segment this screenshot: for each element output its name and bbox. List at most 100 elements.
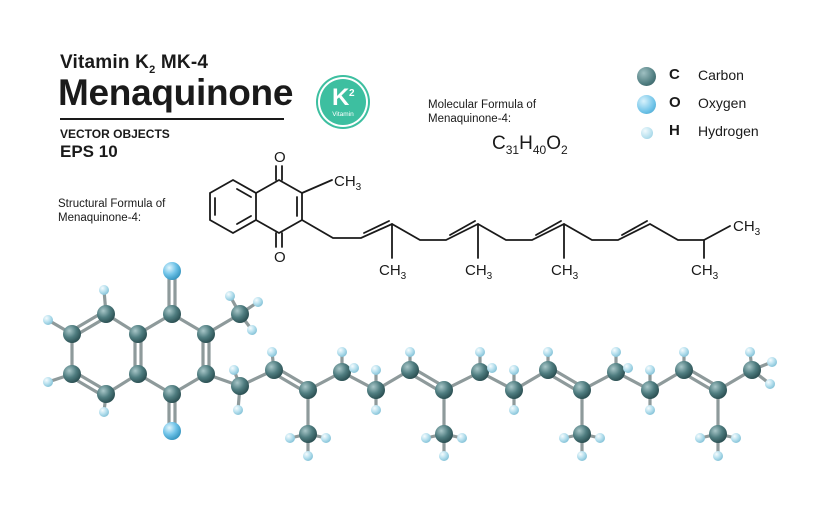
legend-symbol: O <box>669 94 681 111</box>
carbon-atom <box>231 377 249 395</box>
carbon-atom <box>539 361 557 379</box>
benzene-ring <box>209 178 257 235</box>
ball-and-stick-model <box>43 262 777 461</box>
oxygen-atom <box>163 422 181 440</box>
hydrogen-atom <box>337 347 347 357</box>
legend-name: Oxygen <box>698 95 747 111</box>
oxygen-label-bottom: O <box>274 249 286 266</box>
hydrogen-atom <box>371 365 381 375</box>
hydrogen-atom <box>247 325 257 335</box>
legend-symbol: H <box>669 122 680 139</box>
chain-double-bond <box>535 220 562 236</box>
molecular-formula: C31H40O2 <box>492 133 568 157</box>
carbon-atom <box>435 381 453 399</box>
hydrogen-atom <box>559 433 569 443</box>
hydrogen-atom <box>99 407 109 417</box>
methyl-label-4: CH3 <box>691 262 719 282</box>
chain-double-bond <box>621 220 648 236</box>
model-atoms <box>43 262 777 461</box>
hydrogen-atom <box>487 363 497 373</box>
carbonyl-bond <box>275 232 283 248</box>
title-divider <box>60 118 284 120</box>
carbonyl-bond <box>275 165 283 181</box>
carbon-atom <box>97 385 115 403</box>
badge-letter: K <box>332 84 350 111</box>
oxygen-ball-icon <box>637 95 656 114</box>
carbon-atom <box>471 363 489 381</box>
hydrogen-atom <box>349 363 359 373</box>
hydrogen-ball-icon <box>641 127 653 139</box>
molecular-formula-caption: Molecular Formula of Menaquinone-4: <box>428 99 537 125</box>
hydrogen-atom <box>767 357 777 367</box>
badge-subscript: 2 <box>349 88 355 99</box>
hydrogen-atom <box>457 433 467 443</box>
legend-carbon: C Carbon <box>632 65 792 89</box>
hydrogen-atom <box>43 315 53 325</box>
hydrogen-atom <box>229 365 239 375</box>
methyl-label-top: CH3 <box>334 173 362 193</box>
hydrogen-atom <box>421 433 431 443</box>
carbon-ball-icon <box>637 67 656 86</box>
legend-hydrogen: H Hydrogen <box>632 121 792 145</box>
legend-oxygen: O Oxygen <box>632 93 792 117</box>
carbon-atom <box>163 385 181 403</box>
badge-caption: Vitamin <box>332 111 354 118</box>
hydrogen-atom <box>713 451 723 461</box>
hydrogen-atom <box>509 405 519 415</box>
carbon-atom <box>197 365 215 383</box>
vitamin-k2-badge: K 2 Vitamin <box>318 77 368 127</box>
methyl-label-3: CH3 <box>551 262 579 282</box>
hydrogen-atom <box>225 291 235 301</box>
vitamin-subtitle: Vitamin K2 MK-4 <box>60 52 209 76</box>
methyl-bond <box>301 179 333 194</box>
hydrogen-atom <box>303 451 313 461</box>
structural-formula-caption: Structural Formula of Menaquinone-4: <box>58 198 166 224</box>
oxygen-atom <box>163 262 181 280</box>
hydrogen-atom <box>233 405 243 415</box>
carbon-atom <box>505 381 523 399</box>
hydrogen-atom <box>645 405 655 415</box>
carbon-atom <box>709 425 727 443</box>
hydrogen-atom <box>695 433 705 443</box>
legend-symbol: C <box>669 66 680 83</box>
hydrogen-atom <box>577 451 587 461</box>
carbon-atom <box>367 381 385 399</box>
hydrogen-atom <box>679 347 689 357</box>
hydrogen-atom <box>543 347 553 357</box>
carbon-atom <box>573 381 591 399</box>
carbon-atom <box>333 363 351 381</box>
eps-label: EPS 10 <box>60 142 118 161</box>
chain-double-bond <box>449 220 476 236</box>
benzene-inner-bond <box>236 215 252 225</box>
carbon-atom <box>97 305 115 323</box>
carbon-atom <box>163 305 181 323</box>
hydrogen-atom <box>321 433 331 443</box>
hydrogen-atom <box>645 365 655 375</box>
oxygen-label-top: O <box>274 149 286 166</box>
carbon-atom <box>709 381 727 399</box>
carbon-atom <box>197 325 215 343</box>
carbon-atom <box>299 425 317 443</box>
carbon-atom <box>607 363 625 381</box>
carbon-atom <box>129 325 147 343</box>
hydrogen-atom <box>267 347 277 357</box>
hydrogen-atom <box>285 433 295 443</box>
hydrogen-atom <box>745 347 755 357</box>
hydrogen-atom <box>623 363 633 373</box>
carbon-atom <box>401 361 419 379</box>
carbon-atom <box>675 361 693 379</box>
hydrogen-atom <box>509 365 519 375</box>
carbon-atom <box>435 425 453 443</box>
hydrogen-atom <box>731 433 741 443</box>
hydrogen-atom <box>475 347 485 357</box>
structural-formula <box>209 165 731 259</box>
carbon-atom <box>573 425 591 443</box>
structural-labels: O O CH3 CH3 CH3 CH3 CH3 CH3 <box>274 149 761 282</box>
hydrogen-atom <box>765 379 775 389</box>
hydrogen-atom <box>595 433 605 443</box>
legend-name: Hydrogen <box>698 123 759 139</box>
quinone-ring <box>255 178 303 235</box>
methyl-label-end: CH3 <box>733 218 761 238</box>
hydrogen-atom <box>99 285 109 295</box>
